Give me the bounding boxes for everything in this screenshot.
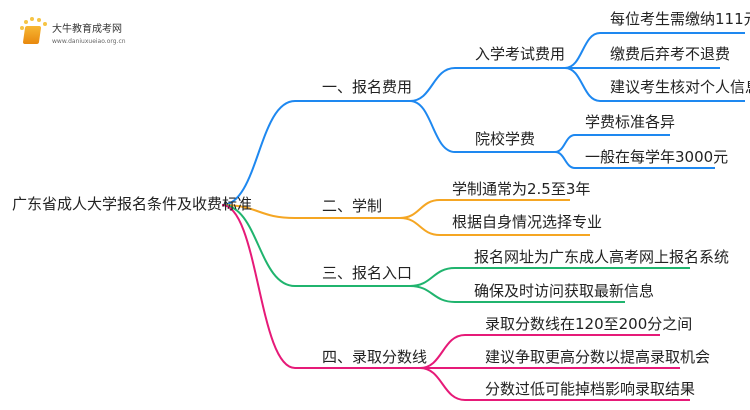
branch-score[interactable]: 四、录取分数线 — [322, 348, 428, 366]
leaf[interactable]: 根据自身情况选择专业 — [452, 213, 603, 231]
branch-duration[interactable]: 二、学制 — [322, 197, 383, 215]
node-exam-fee[interactable]: 入学考试费用 — [475, 45, 566, 63]
leaf[interactable]: 报名网址为广东成人高考网上报名系统 — [474, 248, 730, 266]
connector-line — [554, 134, 670, 153]
leaf[interactable]: 缴费后弃考不退费 — [610, 45, 731, 63]
connector-line — [221, 100, 410, 206]
connector-line — [564, 67, 745, 102]
logo-url: www.daniuxueiao.org.cn — [52, 38, 126, 45]
connector-line — [221, 204, 420, 369]
connector-line — [419, 367, 690, 401]
leaf[interactable]: 每位考生需缴纳111元 — [610, 10, 750, 28]
connector-line — [409, 67, 565, 102]
connector-line — [409, 267, 690, 287]
branch-entry[interactable]: 三、报名入口 — [322, 264, 413, 282]
branch-fees[interactable]: 一、报名费用 — [322, 78, 413, 96]
connector-line — [409, 100, 555, 153]
connector-line — [419, 334, 660, 369]
connector-line — [409, 285, 625, 303]
logo-dots-icon — [18, 16, 48, 30]
connector-line — [554, 151, 715, 169]
book-icon — [22, 26, 42, 44]
leaf[interactable]: 确保及时访问获取最新信息 — [474, 282, 655, 300]
connector-line — [399, 217, 590, 236]
leaf[interactable]: 一般在每学年3000元 — [585, 148, 729, 166]
leaf[interactable]: 建议考生核对个人信息 — [610, 78, 750, 96]
leaf[interactable]: 学制通常为2.5至3年 — [452, 180, 591, 198]
root-node[interactable]: 广东省成人大学报名条件及收费标准 — [12, 195, 253, 213]
logo-name: 大牛教育成考网 — [52, 24, 122, 35]
leaf[interactable]: 学费标准各异 — [585, 113, 676, 131]
connector-line — [564, 32, 745, 69]
logo: 大牛教育成考网 www.daniuxueiao.org.cn — [18, 16, 138, 48]
connector-line — [221, 204, 400, 219]
connector-line — [221, 204, 410, 287]
leaf[interactable]: 建议争取更高分数以提高录取机会 — [485, 348, 711, 366]
node-tuition[interactable]: 院校学费 — [475, 130, 536, 148]
leaf[interactable]: 录取分数线在120至200分之间 — [485, 315, 693, 333]
connector-line — [399, 199, 570, 219]
leaf[interactable]: 分数过低可能掉档影响录取结果 — [485, 380, 696, 398]
